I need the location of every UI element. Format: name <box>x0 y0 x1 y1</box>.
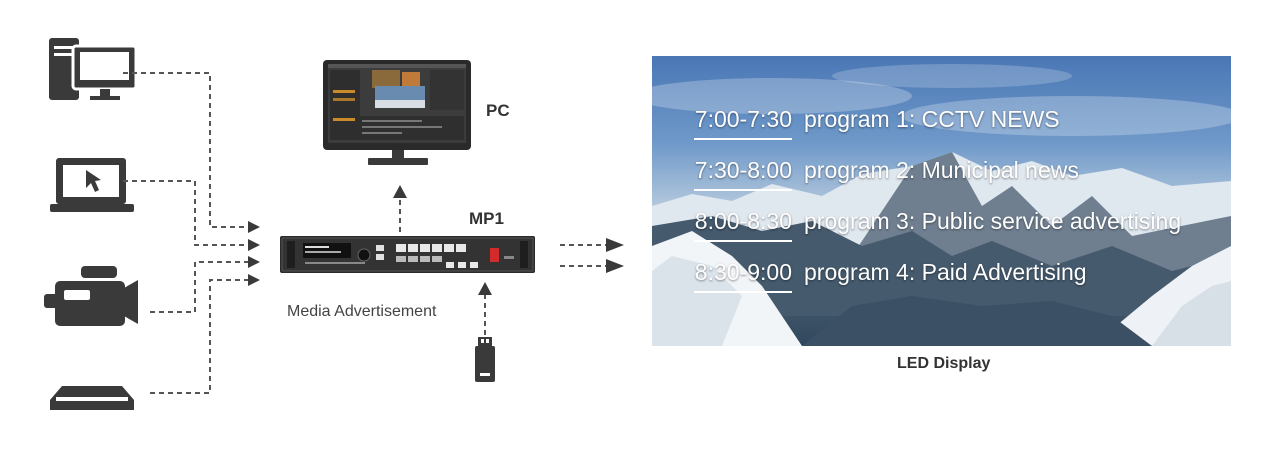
video-camera-icon <box>44 266 138 326</box>
usb-drive-icon <box>475 337 495 382</box>
mountain-scene <box>652 64 1231 346</box>
set-top-box-icon <box>50 386 134 410</box>
mp1-to-led-arrows <box>560 238 624 273</box>
led-display-label: LED Display <box>897 355 991 372</box>
led-display: 7:00-7:30 program 1: CCTV NEWS 7:30-8:00… <box>652 56 1231 346</box>
schedule-time: 8:00-8:30 <box>694 208 792 242</box>
schedule-row: 8:30-9:00 program 4: Paid Advertising <box>694 259 1087 293</box>
schedule-row: 7:30-8:00 program 2: Municipal news <box>694 157 1079 191</box>
media-advertisement-label: Media Advertisement <box>287 303 437 320</box>
usb-to-mp1-arrow <box>478 282 492 335</box>
mp1-label: MP1 <box>469 209 504 228</box>
schedule-time: 7:00-7:30 <box>694 106 792 140</box>
mp1-device <box>280 236 535 273</box>
desktop-computer-icon <box>49 38 138 100</box>
schedule-time: 7:30-8:00 <box>694 157 792 191</box>
laptop-icon <box>50 158 134 212</box>
schedule-row: 7:00-7:30 program 1: CCTV NEWS <box>694 106 1060 140</box>
schedule-row: 8:00-8:30 program 3: Public service adve… <box>694 208 1181 242</box>
pc-label: PC <box>486 101 510 120</box>
monitor-icon <box>323 60 471 165</box>
source-wires <box>123 72 250 394</box>
schedule-program: program 4: Paid Advertising <box>804 259 1087 285</box>
mp1-to-pc-arrow <box>393 185 407 232</box>
schedule-program: program 1: CCTV NEWS <box>804 106 1060 132</box>
schedule-time: 8:30-9:00 <box>694 259 792 293</box>
schedule-program: program 2: Municipal news <box>804 157 1079 183</box>
schedule-program: program 3: Public service advertising <box>804 208 1182 234</box>
input-arrowheads <box>248 221 260 286</box>
program-schedule: 7:00-7:30 program 1: CCTV NEWS 7:30-8:00… <box>652 56 1231 346</box>
